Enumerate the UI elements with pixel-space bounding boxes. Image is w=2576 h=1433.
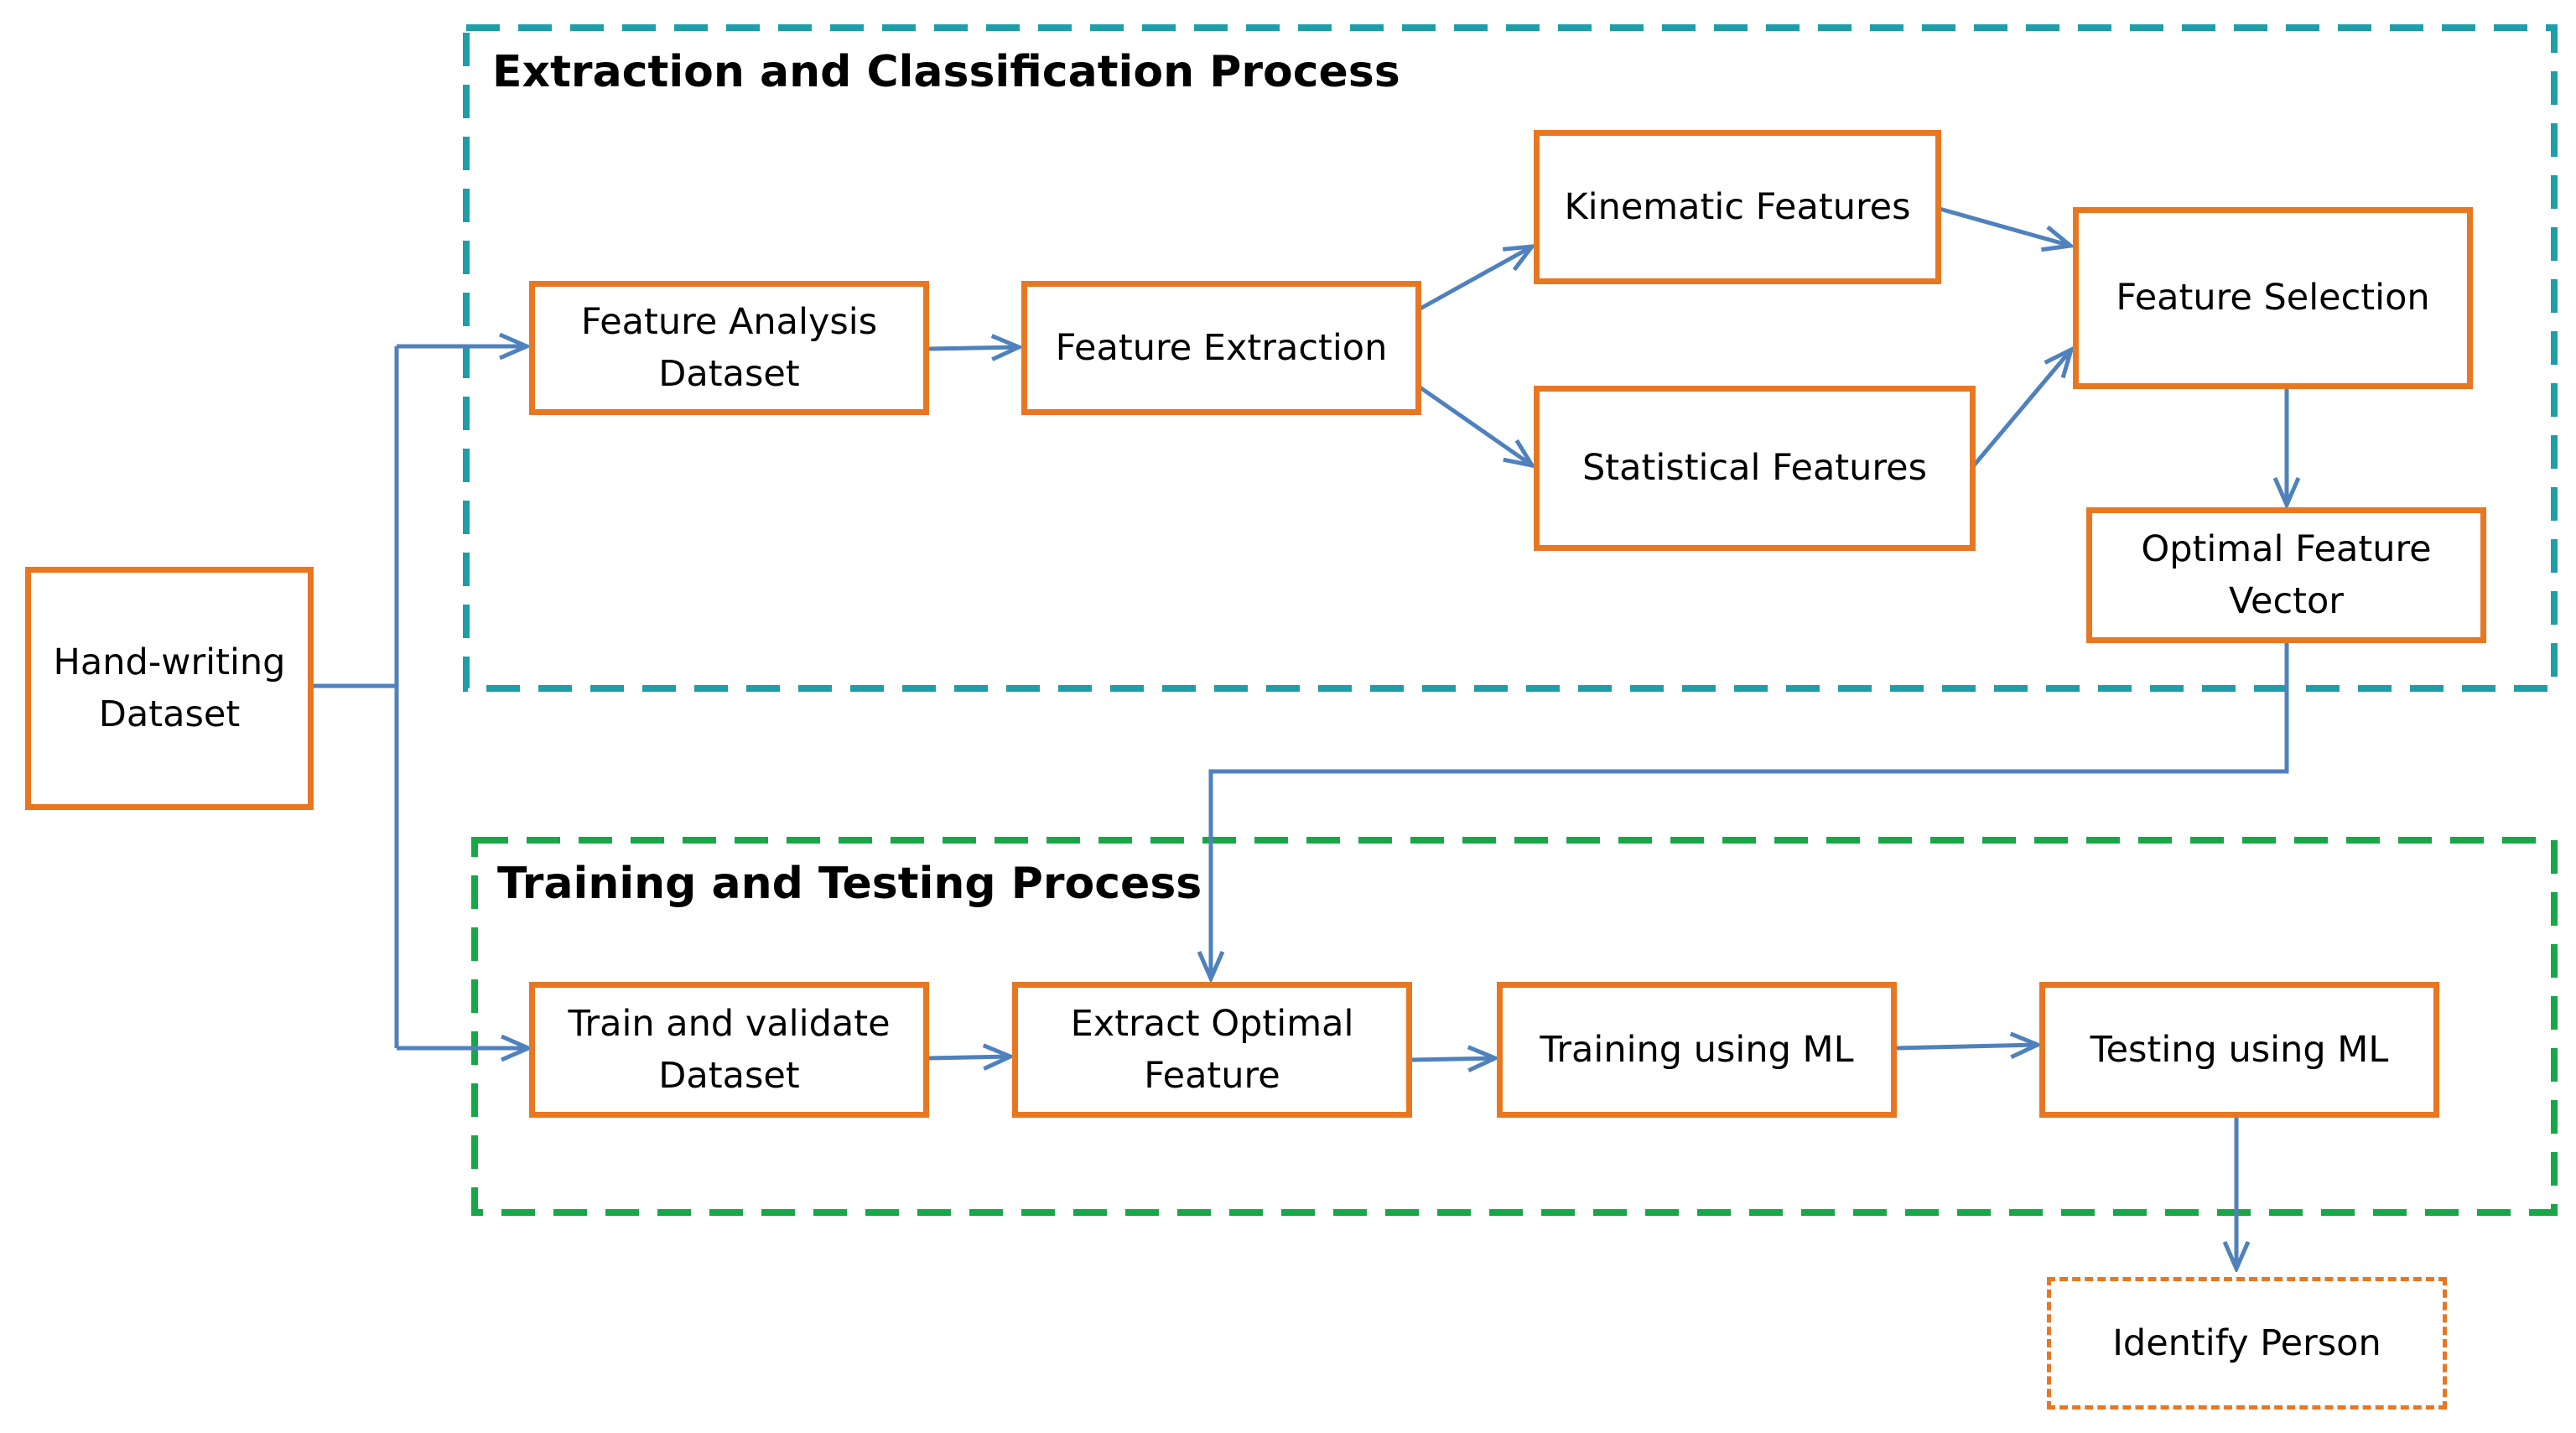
node-train-validate-dataset-label: Train and validate Dataset [568, 1002, 891, 1097]
node-identify-person: Identify Person [2047, 1277, 2447, 1410]
extraction-region-border [463, 24, 2558, 692]
arrow-extract-to-training [1410, 1058, 1495, 1060]
node-testing-ml: Testing using ML [2039, 982, 2439, 1118]
node-feature-selection-label: Feature Selection [2116, 277, 2430, 319]
training-region-border [471, 837, 2558, 1216]
node-identify-person-label: Identify Person [2112, 1321, 2381, 1364]
node-train-validate-dataset: Train and validate Dataset [529, 982, 929, 1118]
arrow-extraction-to-kinematic [1417, 247, 1532, 312]
node-testing-ml-label: Testing using ML [2090, 1028, 2389, 1071]
node-kinematic-features-label: Kinematic Features [1564, 185, 1911, 228]
arrow-train-to-extract [927, 1057, 1010, 1058]
training-region-title: Training and Testing Process [497, 859, 1202, 909]
node-feature-analysis-dataset-label: Feature Analysis Dataset [580, 300, 878, 395]
node-optimal-feature-vector-label: Optimal Feature Vector [2141, 527, 2432, 622]
node-feature-extraction: Feature Extraction [1021, 281, 1421, 415]
arrow-optimal-to-extract [1211, 641, 2289, 979]
arrow-statistical-to-selection [1972, 350, 2071, 467]
node-extract-optimal-feature-label: Extract Optimal Feature [1070, 1002, 1354, 1097]
arrow-training-to-testing [1894, 1045, 2038, 1048]
node-optimal-feature-vector: Optimal Feature Vector [2086, 507, 2486, 643]
node-kinematic-features: Kinematic Features [1534, 130, 1941, 284]
node-statistical-features: Statistical Features [1534, 386, 1976, 551]
arrow-kinematic-to-selection [1939, 206, 2070, 246]
node-feature-selection: Feature Selection [2073, 207, 2473, 389]
node-training-ml-label: Training using ML [1540, 1028, 1854, 1071]
arrow-analysis-to-extraction [927, 347, 1019, 349]
node-handwriting-dataset-label: Hand-writing Dataset [53, 641, 286, 735]
node-handwriting-dataset: Hand-writing Dataset [25, 567, 314, 810]
node-feature-extraction-label: Feature Extraction [1055, 326, 1388, 369]
extraction-region-title: Extraction and Classification Process [492, 47, 1400, 97]
node-extract-optimal-feature: Extract Optimal Feature [1012, 982, 1412, 1118]
node-feature-analysis-dataset: Feature Analysis Dataset [529, 281, 929, 415]
node-training-ml: Training using ML [1497, 982, 1897, 1118]
node-statistical-features-label: Statistical Features [1581, 447, 1928, 490]
connector-handwriting-trunk [313, 346, 399, 1048]
arrow-extraction-to-statistical [1417, 384, 1532, 465]
